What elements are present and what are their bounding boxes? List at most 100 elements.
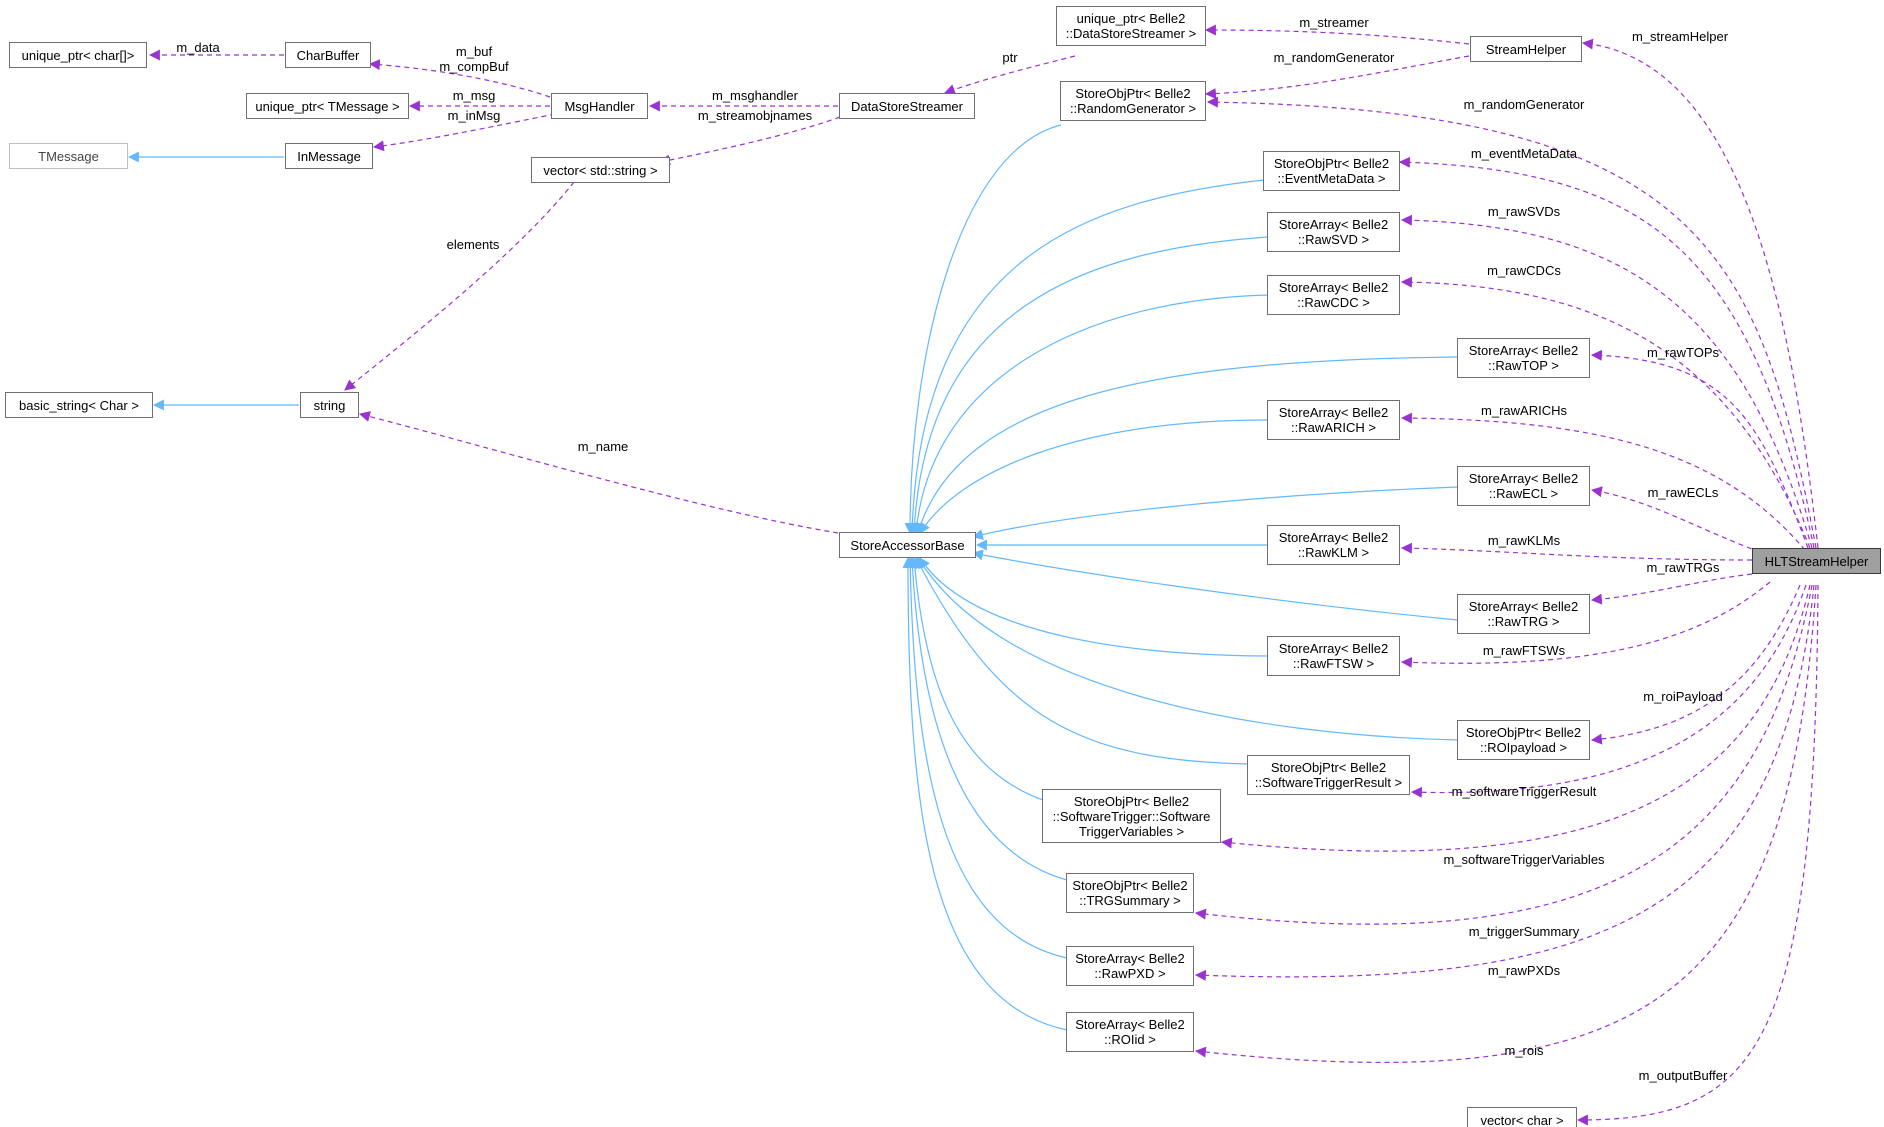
- edge-root-trgsummary: [1194, 584, 1813, 925]
- edge-vectorstring-datastorestreamer: [658, 116, 841, 166]
- edge-label-m-rawsvds: m_rawSVDs: [1487, 204, 1561, 219]
- node-string[interactable]: string: [300, 392, 359, 418]
- node-softwaretriggerresult[interactable]: StoreObjPtr< Belle2 ::SoftwareTriggerRes…: [1247, 755, 1410, 795]
- inheritance-edges: [127, 124, 1459, 1031]
- edge-roipayload-base: [917, 557, 1459, 741]
- edge-string-storeaccessorbase: [358, 411, 839, 534]
- edge-label-m-rawcdcs: m_rawCDCs: [1487, 263, 1561, 278]
- edge-label-m-msg: m_msg: [452, 88, 496, 103]
- edge-root-rawecl: [1590, 486, 1761, 553]
- edge-string-vectorstring: [344, 181, 575, 391]
- node-rawecl[interactable]: StoreArray< Belle2 ::RawECL >: [1457, 466, 1590, 506]
- node-roipayload[interactable]: StoreObjPtr< Belle2 ::ROIpayload >: [1457, 720, 1590, 760]
- node-rawsvd[interactable]: StoreArray< Belle2 ::RawSVD >: [1267, 212, 1400, 252]
- edge-rawcdc-base: [911, 294, 1269, 535]
- edge-roiid-base: [902, 556, 1068, 1031]
- node-rawtop[interactable]: StoreArray< Belle2 ::RawTOP >: [1457, 338, 1590, 378]
- node-unique-ptr-char[interactable]: unique_ptr< char[]>: [9, 42, 147, 68]
- node-randomgenerator[interactable]: StoreObjPtr< Belle2 ::RandomGenerator >: [1060, 81, 1206, 121]
- node-streamhelper[interactable]: StreamHelper: [1470, 36, 1582, 62]
- node-msghandler[interactable]: MsgHandler: [551, 93, 648, 119]
- edge-root-rawklm: [1400, 542, 1753, 561]
- edge-label-m-data: m_data: [176, 40, 220, 55]
- node-tmessage: TMessage: [9, 143, 128, 169]
- node-storeaccessorbase[interactable]: StoreAccessorBase: [839, 532, 976, 558]
- edge-label-m-rawpxds: m_rawPXDs: [1487, 963, 1561, 978]
- edge-charbuffer-msghandler: [368, 59, 551, 98]
- edge-label-m-rawklms: m_rawKLMs: [1487, 533, 1561, 548]
- edge-root-swtriggerresult: [1410, 584, 1807, 798]
- edge-root-roiid: [1194, 584, 1817, 1064]
- node-charbuffer[interactable]: CharBuffer: [285, 42, 371, 68]
- edge-root-rawpxd: [1194, 584, 1815, 981]
- node-rawtrg[interactable]: StoreArray< Belle2 ::RawTRG >: [1457, 594, 1590, 634]
- edge-swtriggervariables-base: [909, 556, 1044, 801]
- edge-label-m-rawecls: m_rawECLs: [1647, 485, 1719, 500]
- edge-root-rawsvd: [1400, 214, 1813, 549]
- edge-label-m-triggersummary: m_triggerSummary: [1468, 924, 1580, 939]
- node-trgsummary[interactable]: StoreObjPtr< Belle2 ::TRGSummary >: [1066, 873, 1194, 913]
- node-inmessage[interactable]: InMessage: [285, 143, 373, 169]
- edge-rawpxd-base: [904, 556, 1068, 959]
- edge-root-vectorchar: [1576, 584, 1819, 1126]
- edge-rawsvd-base: [909, 236, 1269, 535]
- edge-rawecl-base: [971, 486, 1459, 540]
- edge-label-m-softwaretriggerresult: m_softwareTriggerResult: [1451, 784, 1597, 799]
- node-rawpxd[interactable]: StoreArray< Belle2 ::RawPXD >: [1066, 946, 1194, 986]
- node-basic-string[interactable]: basic_string< Char >: [5, 392, 153, 418]
- node-unique-ptr-tmessage[interactable]: unique_ptr< TMessage >: [246, 93, 409, 119]
- edge-label-m-eventmetadata: m_eventMetaData: [1470, 146, 1578, 161]
- edge-label-m-rawtrgs: m_rawTRGs: [1646, 560, 1720, 575]
- edge-root-eventmetadata: [1398, 156, 1815, 549]
- edge-root-rawarich: [1400, 412, 1806, 551]
- edge-label-m-rois: m_rois: [1504, 1043, 1544, 1058]
- edge-randomgenerator-base: [904, 124, 1062, 535]
- edge-label-m-rawftsws: m_rawFTSWs: [1482, 643, 1566, 658]
- node-eventmetadata[interactable]: StoreObjPtr< Belle2 ::EventMetaData >: [1263, 151, 1400, 191]
- edge-trgsummary-base: [906, 556, 1068, 881]
- edge-streamhelper-streamer: [1204, 24, 1470, 45]
- edge-label-m-msghandler: m_msghandler: [712, 88, 798, 103]
- edge-root-rawcdc: [1400, 276, 1811, 549]
- node-softwaretriggervariables[interactable]: StoreObjPtr< Belle2 ::SoftwareTrigger::S…: [1042, 789, 1221, 843]
- edge-label-m-softwaretriggervariables: m_softwareTriggerVariables: [1443, 852, 1605, 867]
- edge-uniqueptrdss-datastorestreamer: [943, 55, 1076, 95]
- edge-rawtop-base: [915, 356, 1459, 535]
- edge-label-m-name: m_name: [577, 439, 629, 454]
- node-rawarich[interactable]: StoreArray< Belle2 ::RawARICH >: [1267, 400, 1400, 440]
- node-rawftsw[interactable]: StoreArray< Belle2 ::RawFTSW >: [1267, 636, 1400, 676]
- edge-label-elements: elements: [446, 237, 500, 252]
- edge-label-m-outputbuffer: m_outputBuffer: [1638, 1068, 1728, 1083]
- edge-rawftsw-base: [919, 557, 1269, 657]
- edge-eventmetadata-base: [906, 179, 1265, 535]
- node-vector-string[interactable]: vector< std::string >: [531, 157, 670, 183]
- node-hltstreamhelper: HLTStreamHelper: [1752, 548, 1881, 574]
- edge-label-ptr: ptr: [1002, 50, 1018, 65]
- edge-label-m-streamer: m_streamer: [1299, 15, 1369, 30]
- usage-edges: [148, 24, 1819, 1126]
- edge-label-m-rawarichs: m_rawARICHs: [1481, 403, 1567, 418]
- edge-root-rawtop: [1590, 349, 1809, 549]
- edge-root-streamhelper: [1581, 38, 1819, 549]
- edge-root-roipayload: [1590, 584, 1801, 745]
- edge-inmessage-msghandler: [372, 113, 556, 152]
- edge-label-m-randomgenerator-sh: m_randomGenerator: [1273, 50, 1395, 65]
- edge-label-m-streamhelper: m_streamHelper: [1631, 29, 1729, 44]
- node-vector-char[interactable]: vector< char >: [1467, 1107, 1577, 1127]
- edge-swtriggerresult-base: [915, 557, 1249, 765]
- edge-rawarich-base: [919, 419, 1269, 534]
- node-rawklm[interactable]: StoreArray< Belle2 ::RawKLM >: [1267, 525, 1400, 565]
- edge-root-randomgenerator: [1206, 96, 1817, 549]
- edge-label-m-roipayload: m_roiPayload: [1643, 689, 1723, 704]
- node-unique-ptr-datastorestreamer[interactable]: unique_ptr< Belle2 ::DataStoreStreamer >: [1056, 6, 1206, 46]
- node-roiid[interactable]: StoreArray< Belle2 ::ROIid >: [1066, 1012, 1194, 1052]
- node-rawcdc[interactable]: StoreArray< Belle2 ::RawCDC >: [1267, 275, 1400, 315]
- edge-label-m-rawtops: m_rawTOPs: [1647, 345, 1719, 360]
- edge-root-rawtrg: [1590, 573, 1753, 605]
- edge-label-m-inmsg: m_inMsg: [447, 108, 501, 123]
- edge-root-swtriggervariables: [1220, 584, 1811, 852]
- edge-label-m-buf: m_buf m_compBuf: [439, 44, 509, 74]
- node-datastorestreamer[interactable]: DataStoreStreamer: [839, 93, 975, 119]
